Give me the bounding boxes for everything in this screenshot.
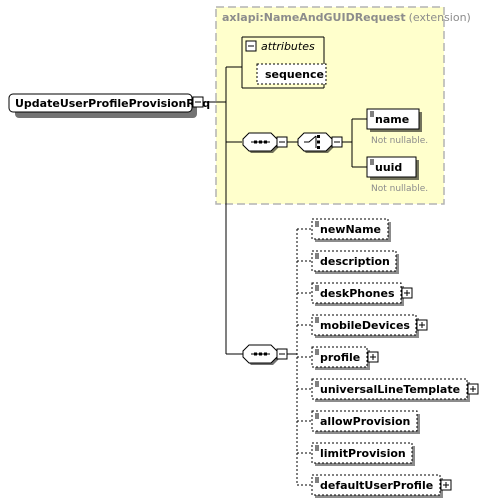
sequence-compositor-lower[interactable]	[242, 344, 279, 365]
sequence-element-label: allowProvision	[320, 415, 410, 428]
extension-title: axlapi:NameAndGUIDRequest(extension)	[222, 11, 471, 24]
attributes-group[interactable]: attributes sequence	[241, 36, 327, 89]
sequence-element-label: universalLineTemplate	[320, 383, 460, 396]
attributes-label: attributes	[261, 40, 315, 53]
sequence-elements: newName description deskPhones mobileDevice…	[311, 218, 479, 498]
sequence-attribute[interactable]	[256, 63, 327, 85]
expand-button[interactable]	[367, 351, 379, 363]
root-collapse-button[interactable]	[192, 96, 204, 108]
sequence-element-label: description	[320, 255, 390, 268]
sequence-element[interactable]: profile	[311, 346, 379, 370]
connector-lines	[203, 66, 243, 355]
root-element-label: UpdateUserProfileProvisionReq	[15, 97, 210, 110]
sequence-element-label: newName	[320, 223, 381, 236]
sequence-element[interactable]: defaultUserProfile	[311, 474, 452, 498]
element-name-label: name	[375, 113, 409, 126]
sequence-connector-lines	[296, 228, 312, 486]
sequence-element[interactable]: description	[311, 250, 399, 274]
expand-button[interactable]	[467, 383, 479, 395]
sequence-element[interactable]: newName	[311, 218, 391, 242]
sequence-element[interactable]: universalLineTemplate	[311, 378, 479, 402]
sequence-element[interactable]: deskPhones	[311, 282, 413, 306]
sequence-element-label: profile	[320, 351, 360, 364]
choice-connector-lines	[342, 118, 367, 168]
element-uuid-note: Not nullable.	[371, 184, 428, 194]
expand-button[interactable]	[416, 319, 428, 331]
sequence-upper-collapse-button[interactable]	[276, 136, 288, 148]
sequence-attribute-label: sequence	[265, 68, 324, 81]
choice-compositor[interactable]	[297, 132, 334, 153]
sequence-compositor-upper[interactable]	[242, 132, 279, 153]
element-name-note: Not nullable.	[371, 136, 428, 146]
root-element[interactable]: UpdateUserProfileProvisionReq	[8, 93, 210, 118]
element-uuid-label: uuid	[375, 161, 402, 174]
sequence-element-label: deskPhones	[320, 287, 395, 300]
sequence-element-label: mobileDevices	[320, 319, 410, 332]
sequence-lower-collapse-button[interactable]	[276, 348, 288, 360]
element-name[interactable]: name	[366, 108, 422, 132]
sequence-element[interactable]: mobileDevices	[311, 314, 428, 338]
sequence-element[interactable]: allowProvision	[311, 410, 420, 434]
sequence-element-label: limitProvision	[320, 447, 406, 460]
element-uuid[interactable]: uuid	[366, 156, 419, 180]
sequence-element[interactable]: limitProvision	[311, 442, 415, 466]
sequence-element-label: defaultUserProfile	[320, 479, 433, 492]
choice-collapse-button[interactable]	[331, 136, 343, 148]
expand-button[interactable]	[401, 287, 413, 299]
expand-button[interactable]	[440, 479, 452, 491]
